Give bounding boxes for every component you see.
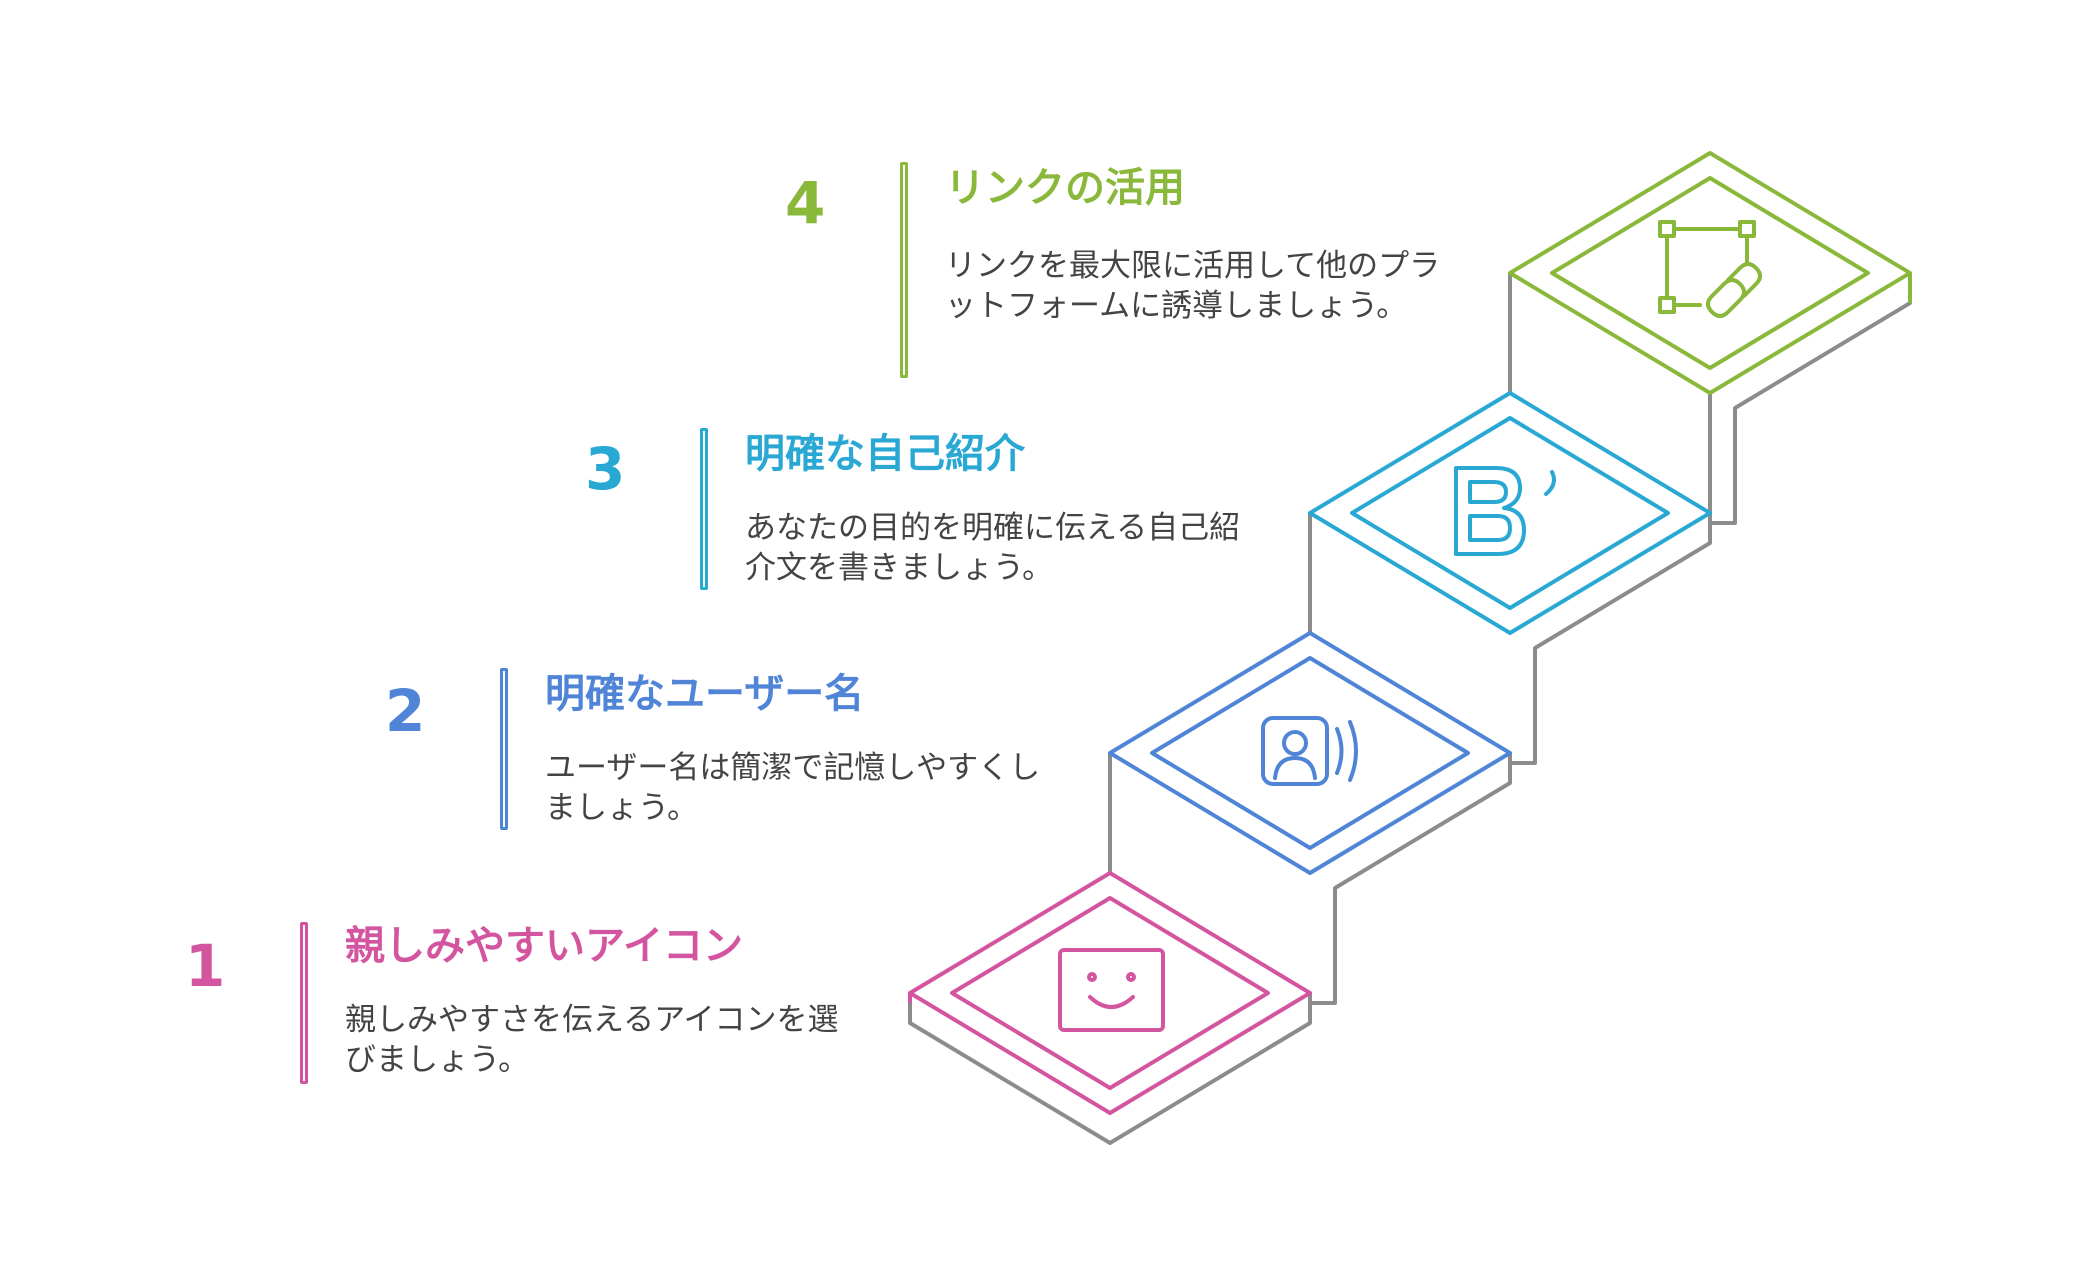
bootstrap-b-icon bbox=[1454, 466, 1556, 556]
step-2-platform bbox=[1108, 631, 1512, 875]
staircase-riser-outline bbox=[908, 273, 1912, 1145]
smiley-face-icon bbox=[1058, 948, 1165, 1032]
step-1-description: 親しみやすさを伝えるアイコンを選びましょう。 bbox=[345, 1002, 839, 1078]
step-4-title: リンクの活用 bbox=[945, 165, 1185, 211]
step-2-number: 2 bbox=[385, 677, 426, 745]
voice-user-icon bbox=[1261, 716, 1358, 786]
step-3-accent-bar bbox=[700, 428, 708, 590]
step-1-title: 親しみやすいアイコン bbox=[345, 923, 743, 969]
step-4-accent-bar bbox=[900, 162, 908, 378]
step-2-description: ユーザー名は簡潔で記憶しやすくしましょう。 bbox=[545, 750, 1041, 826]
step-4-platform bbox=[1508, 151, 1912, 395]
step-3-number: 3 bbox=[585, 435, 626, 503]
step-4-description: リンクを最大限に活用して他のプラットフォームに誘導しましょう。 bbox=[945, 248, 1441, 324]
step-3-platform bbox=[1308, 391, 1712, 635]
step-2-accent-bar bbox=[500, 668, 508, 830]
step-4-number: 4 bbox=[785, 169, 826, 237]
step-2-title: 明確なユーザー名 bbox=[545, 671, 865, 717]
step-1-number: 1 bbox=[185, 932, 226, 1000]
step-1-accent-bar bbox=[300, 922, 308, 1084]
step-3-title: 明確な自己紹介 bbox=[745, 431, 1025, 477]
step-1-platform bbox=[908, 871, 1312, 1115]
step-3-description: あなたの目的を明確に伝える自己紹介文を書きましょう。 bbox=[745, 510, 1241, 586]
link-vector-icon bbox=[1658, 220, 1762, 318]
